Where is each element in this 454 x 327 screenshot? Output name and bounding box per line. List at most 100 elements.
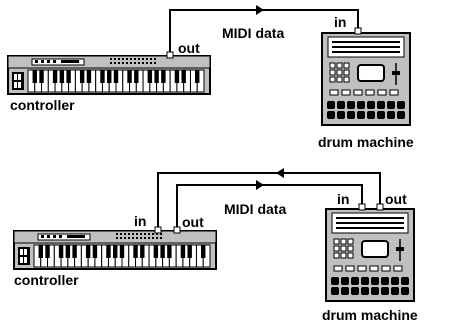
panel-dot (154, 58, 156, 60)
keypad-button (340, 252, 347, 259)
black-key (181, 70, 186, 83)
bottom-setup: controller drum machine in out MIDI data… (13, 168, 418, 323)
drum-pad (341, 287, 349, 295)
drum-pad (391, 287, 399, 295)
drum-pad (331, 287, 339, 295)
drum-pad (337, 101, 345, 109)
bottom-drum-in-label: in (337, 191, 349, 207)
panel-dot (118, 58, 120, 60)
panel-dot (156, 233, 158, 235)
panel-dot (150, 58, 152, 60)
keypad-button (343, 76, 350, 83)
top-controller-out-jack (166, 51, 174, 59)
drum-pad (401, 287, 409, 295)
drum-pad (397, 111, 405, 119)
bottom-drum-out-label: out (385, 191, 407, 207)
panel-dot (154, 62, 156, 64)
black-key (85, 245, 91, 258)
panel-dot (132, 233, 134, 235)
panel-dot (142, 58, 144, 60)
bottom-drum-machine-icon (325, 208, 415, 302)
black-key (79, 70, 85, 83)
keypad-button (343, 62, 350, 69)
black-key (180, 245, 186, 258)
function-button (341, 89, 351, 96)
panel-dot (110, 62, 112, 64)
black-key (100, 70, 105, 83)
panel-dot (128, 233, 130, 235)
keypad-button (336, 76, 343, 83)
black-key (113, 245, 118, 258)
panel-dot (138, 62, 140, 64)
panel-dot (148, 237, 150, 239)
top-drum-machine-label: drum machine (318, 134, 414, 150)
black-key (52, 70, 58, 83)
drum-pad (347, 101, 355, 109)
drum-pad (371, 287, 379, 295)
panel-dot (160, 233, 162, 235)
keypad-button (336, 69, 343, 76)
panel-dot (148, 233, 150, 235)
panel-dot (120, 233, 122, 235)
black-key (38, 245, 43, 258)
panel-dot (130, 62, 132, 64)
function-button (353, 89, 363, 96)
function-button (389, 89, 399, 96)
top-controller-keyboard-icon (7, 55, 211, 95)
drum-pad (351, 277, 359, 285)
panel-dot (136, 233, 138, 235)
panel-dot (114, 62, 116, 64)
top-midi-data-label: MIDI data (222, 25, 284, 41)
keypad-button (340, 245, 347, 252)
panel-dot (152, 237, 154, 239)
bottom-controller-label: controller (14, 272, 79, 288)
black-key (133, 245, 138, 258)
keypad-button (336, 62, 343, 69)
panel-dot (134, 58, 136, 60)
panel-dot (116, 233, 118, 235)
bottom-cable-drum-to-controller (157, 172, 381, 232)
panel-dot (150, 62, 152, 64)
panel-dot (132, 237, 134, 239)
black-key (92, 245, 98, 258)
bottom-cable-controller-to-drum (176, 184, 363, 232)
panel-dot (144, 237, 146, 239)
drum-pad (361, 287, 369, 295)
panel-dot (128, 237, 130, 239)
black-key (160, 245, 165, 258)
panel-dot (126, 62, 128, 64)
keypad-button (329, 69, 336, 76)
top-in-port-label: in (334, 14, 346, 30)
bottom-drum-out-jack (376, 203, 384, 211)
panel-dot (116, 237, 118, 239)
drum-pad (357, 101, 365, 109)
keypad-button (340, 238, 347, 245)
panel-dot (114, 58, 116, 60)
panel-dot (140, 237, 142, 239)
bottom-controller-keyboard-icon (13, 230, 217, 270)
keypad-button (329, 76, 336, 83)
function-button (357, 265, 367, 272)
black-key (32, 70, 37, 83)
panel-dot (146, 62, 148, 64)
black-key (187, 245, 192, 258)
top-arrow-icon (256, 5, 264, 15)
drum-pad (327, 111, 335, 119)
keypad-button (333, 252, 340, 259)
bottom-midi-data-label: MIDI data (224, 201, 286, 217)
black-key (72, 245, 77, 258)
black-key (113, 70, 119, 83)
drum-pad (357, 111, 365, 119)
black-key (154, 70, 159, 83)
keypad-button (347, 252, 354, 259)
bottom-drum-in-jack (358, 203, 366, 211)
drum-pad (387, 111, 395, 119)
top-out-port-label: out (178, 40, 200, 56)
panel-dot (140, 233, 142, 235)
drum-pad (351, 287, 359, 295)
drum-pad (387, 101, 395, 109)
drum-pad (391, 277, 399, 285)
drum-pad (341, 277, 349, 285)
